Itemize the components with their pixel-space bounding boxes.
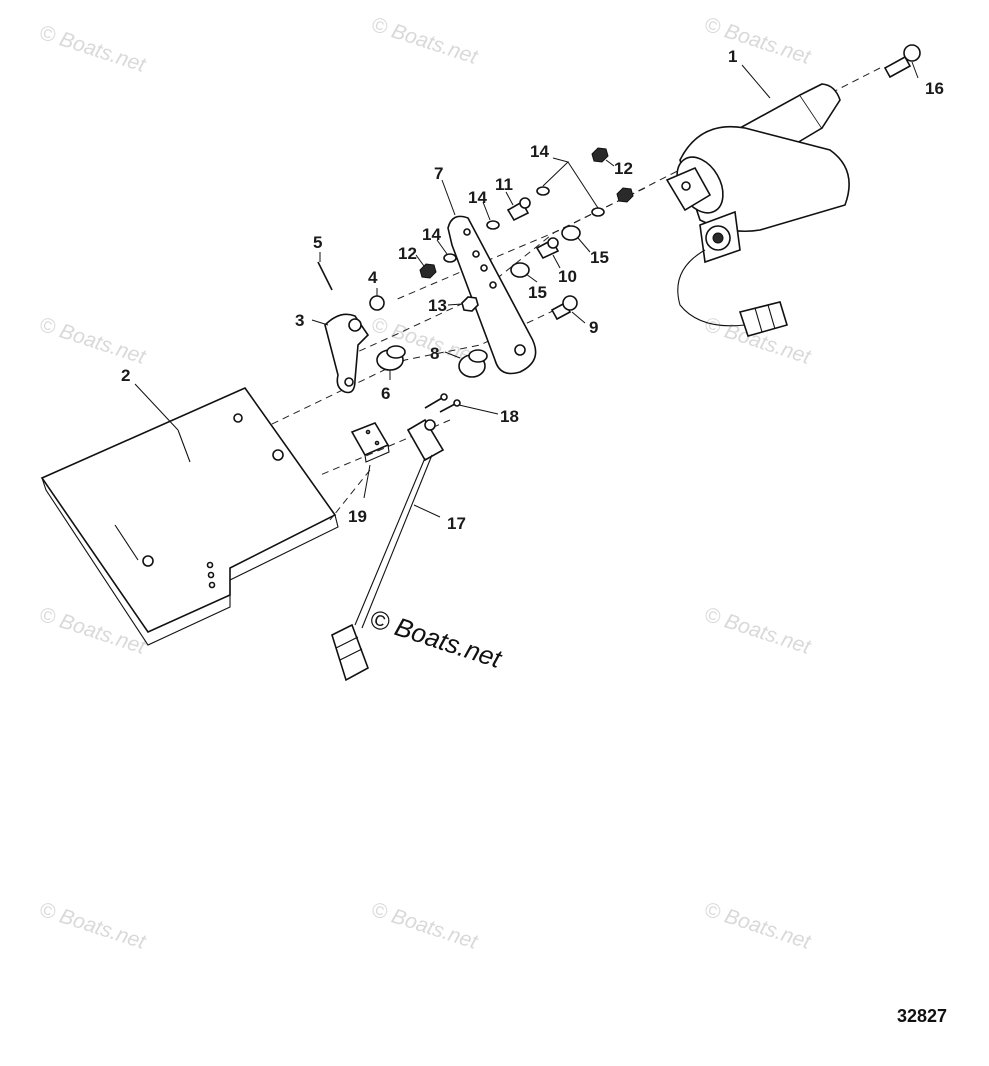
spacer-block	[350, 422, 390, 463]
washer-14	[443, 253, 457, 263]
watermark: © Boats.net	[701, 13, 814, 69]
mounting-plate	[40, 387, 339, 646]
callout-11: 11	[495, 175, 513, 194]
callout-3: 3	[295, 311, 304, 330]
callout-1: 1	[728, 47, 737, 66]
callout-2: 2	[121, 366, 130, 385]
leader-lines	[134, 61, 919, 518]
nut-13	[461, 296, 479, 312]
callout-9: 9	[589, 318, 598, 337]
callout-8: 8	[430, 344, 439, 363]
center-watermark: © Boats.net	[366, 603, 507, 674]
screws-18	[424, 393, 461, 413]
cap	[369, 295, 385, 311]
callout-4: 4	[368, 268, 378, 287]
callout-15: 15	[590, 248, 609, 267]
washer-15	[561, 225, 581, 241]
watermark: © Boats.net	[36, 21, 149, 77]
watermark: © Boats.net	[36, 313, 149, 369]
bushing-6	[376, 345, 406, 371]
callout-15: 15	[528, 283, 547, 302]
watermark: © Boats.net	[36, 603, 149, 659]
callout-16: 16	[925, 79, 944, 98]
actuator	[665, 83, 850, 337]
nut-12-right-top	[591, 147, 609, 163]
callout-17: 17	[447, 514, 466, 533]
callouts: 1 2 3 4 5 6 7 8 9 10 11 12 12 13 14 14 1…	[121, 47, 944, 533]
callout-13: 13	[428, 296, 447, 315]
callout-18: 18	[500, 407, 519, 426]
drawing-number: 32827	[897, 1006, 947, 1026]
callout-5: 5	[313, 233, 322, 252]
pin	[317, 261, 333, 291]
nut-12-right-bottom	[616, 187, 634, 203]
callout-10: 10	[558, 267, 577, 286]
callout-7: 7	[434, 164, 443, 183]
clevis-lever	[324, 313, 370, 394]
callout-14: 14	[422, 225, 441, 244]
callout-12: 12	[614, 159, 633, 178]
ball-stud-10	[535, 237, 560, 260]
bolt-9	[550, 295, 578, 321]
bushing-8	[458, 349, 488, 378]
callout-12: 12	[398, 244, 417, 263]
callout-14: 14	[468, 188, 487, 207]
bolt-16	[883, 44, 921, 79]
callout-6: 6	[381, 384, 390, 403]
watermark: © Boats.net	[701, 603, 814, 659]
washer-14	[591, 207, 605, 217]
watermark: © Boats.net	[368, 13, 481, 69]
ball-stud-11	[506, 197, 531, 222]
lever-arm	[447, 215, 537, 375]
watermark: © Boats.net	[701, 898, 814, 954]
watermark: © Boats.net	[36, 898, 149, 954]
washer-14	[536, 186, 550, 196]
nut-12-left	[419, 263, 437, 279]
watermark: © Boats.net	[368, 898, 481, 954]
callout-14: 14	[530, 142, 549, 161]
sensor-harness	[331, 418, 445, 682]
callout-19: 19	[348, 507, 367, 526]
washer-15	[510, 262, 530, 278]
washer-14	[486, 220, 500, 230]
